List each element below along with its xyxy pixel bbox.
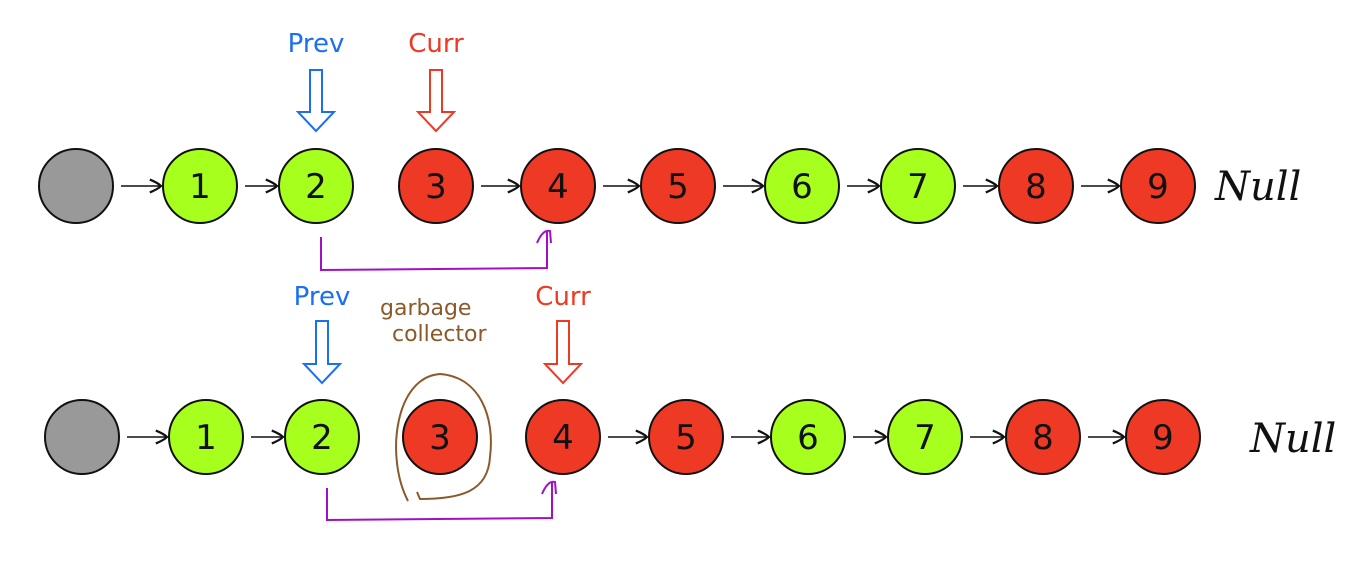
node-circle (38, 148, 114, 224)
null-terminator-label: Null (1249, 416, 1336, 462)
list-node: 7 (880, 148, 956, 224)
node-circle (398, 148, 474, 224)
curr-label: Curr (408, 29, 464, 59)
node-circle (648, 399, 724, 475)
node-circle (998, 148, 1074, 224)
node-label: 7 (914, 418, 936, 458)
garbage-collector-label: collector (392, 322, 487, 347)
list-node: 2 (284, 399, 360, 475)
node-circle (640, 148, 716, 224)
node-label: 3 (429, 418, 451, 458)
node-circle (1125, 399, 1201, 475)
list-node: 8 (998, 148, 1074, 224)
curr-pointer: Curr (535, 282, 591, 385)
node-label: 1 (195, 418, 217, 458)
node-label: 1 (189, 167, 211, 207)
node-circle (525, 399, 601, 475)
node-circle (1120, 148, 1196, 224)
node-label: 2 (311, 418, 333, 458)
null-terminator-label: Null (1214, 164, 1301, 210)
prev-pointer: Prev (294, 282, 351, 385)
list-row-2: 1 2 3 4 5 6 7 8 9 (44, 399, 1201, 475)
curr-down-arrow-icon (415, 69, 457, 133)
prev-down-arrow-icon (301, 320, 343, 385)
list-node: 5 (640, 148, 716, 224)
node-label: 6 (797, 418, 819, 458)
node-label: 8 (1025, 167, 1047, 207)
curr-label: Curr (535, 282, 591, 312)
prev-down-arrow-icon (295, 69, 337, 133)
list-node: 6 (770, 399, 846, 475)
node-label: 4 (552, 418, 574, 458)
list-node: 4 (520, 148, 596, 224)
node-label: 7 (907, 167, 929, 207)
node-circle (887, 399, 963, 475)
node-circle (520, 148, 596, 224)
node-circle (764, 148, 840, 224)
node-label: 2 (305, 167, 327, 207)
node-circle (162, 148, 238, 224)
node-circle (880, 148, 956, 224)
list-node: 5 (648, 399, 724, 475)
prev-pointer: Prev (288, 29, 345, 133)
list-node: 3 (402, 399, 478, 475)
node-circle (278, 148, 354, 224)
node-label: 9 (1147, 167, 1169, 207)
node-label: 8 (1032, 418, 1054, 458)
garbage-collector-label: garbage (380, 296, 471, 321)
list-node: 2 (278, 148, 354, 224)
node-label: 6 (791, 167, 813, 207)
relink-arrow (320, 229, 552, 272)
node-label: 4 (547, 167, 569, 207)
curr-pointer: Curr (408, 29, 464, 133)
list-node: 6 (764, 148, 840, 224)
prev-label: Prev (288, 29, 345, 59)
curr-down-arrow-icon (542, 320, 584, 385)
node-circle (770, 399, 846, 475)
list-node: 1 (162, 148, 238, 224)
node-label: 5 (667, 167, 689, 207)
node-circle (1005, 399, 1081, 475)
node-circle (168, 399, 244, 475)
list-node: 1 (168, 399, 244, 475)
dummy-head-node (44, 399, 120, 475)
list-node: 9 (1120, 148, 1196, 224)
node-label: 3 (425, 167, 447, 207)
node-circle (44, 399, 120, 475)
dummy-head-node (38, 148, 114, 224)
list-node: 9 (1125, 399, 1201, 475)
garbage-circle-outline (395, 372, 492, 502)
node-circle (284, 399, 360, 475)
list-row-1: 1 2 3 4 5 6 7 8 9 (38, 148, 1196, 224)
list-node: 3 (398, 148, 474, 224)
list-node: 7 (887, 399, 963, 475)
node-label: 5 (675, 418, 697, 458)
relink-arrow (326, 480, 557, 522)
prev-label: Prev (294, 282, 351, 312)
node-circle (402, 399, 478, 475)
list-node: 8 (1005, 399, 1081, 475)
list-node: 4 (525, 399, 601, 475)
node-label: 9 (1152, 418, 1174, 458)
